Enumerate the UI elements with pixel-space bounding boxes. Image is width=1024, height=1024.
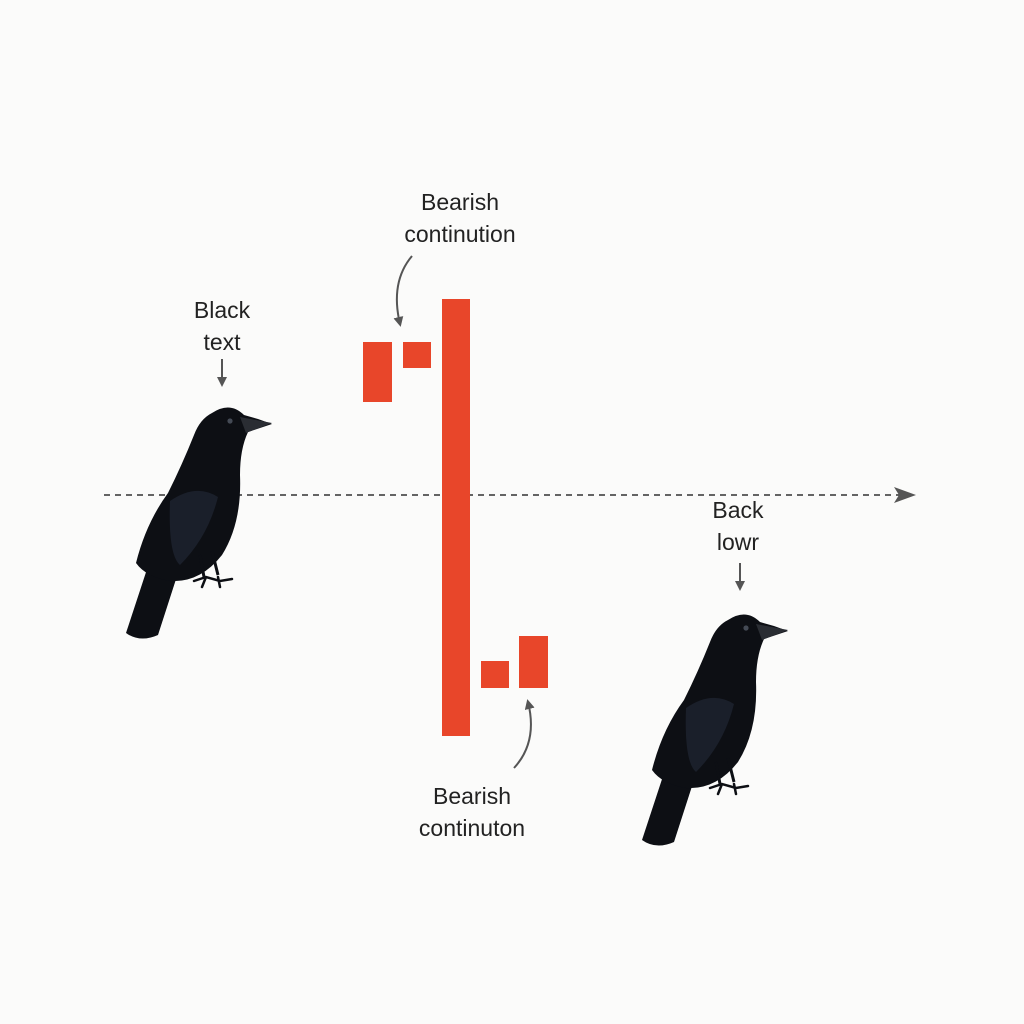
- left-crow-label: Black text: [193, 297, 251, 355]
- top-pattern-label: Bearish continution: [404, 189, 516, 247]
- candle-bottom-right: [519, 636, 548, 688]
- candle-top-left: [363, 342, 392, 402]
- crow-left: [124, 405, 274, 641]
- curved-arrow-icon: [513, 699, 535, 769]
- candle-tall: [442, 299, 470, 736]
- curved-arrow-icon: [393, 255, 413, 327]
- candle-top-small: [403, 342, 431, 368]
- right-crow-label: Back lowr: [712, 497, 764, 555]
- crow-right: [640, 612, 790, 848]
- bottom-pattern-label: Bearish continuton: [418, 783, 526, 841]
- candle-bottom-small: [481, 661, 509, 688]
